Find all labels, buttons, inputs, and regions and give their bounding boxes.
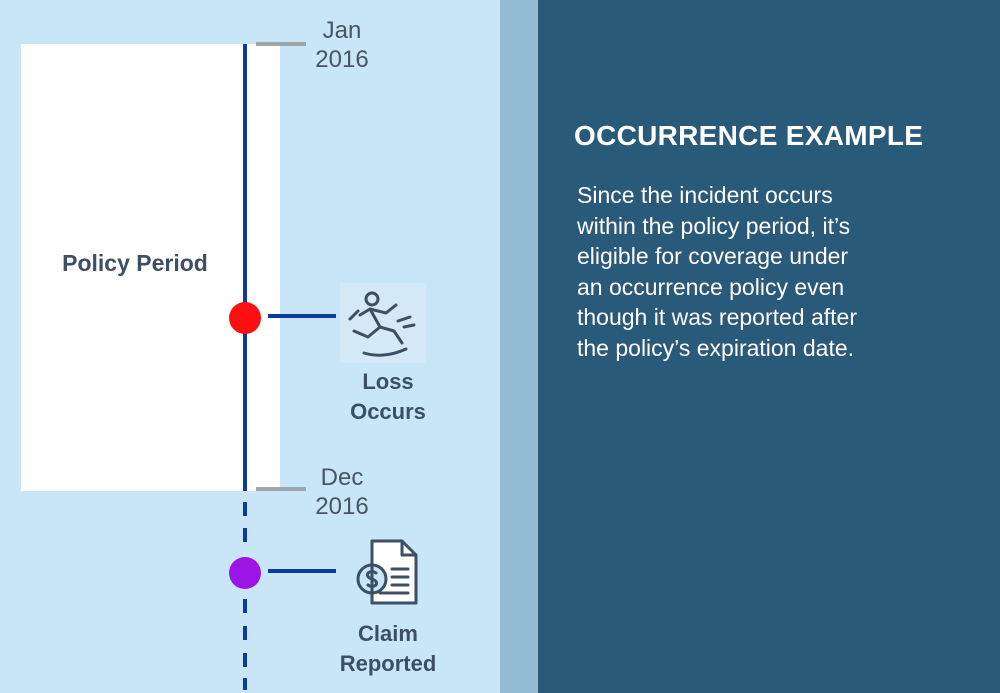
start-date-year: 2016 — [315, 46, 369, 73]
panel-body-line: the policy’s expiration date. — [577, 334, 855, 361]
timeline-dash — [243, 678, 247, 690]
text-panel — [538, 0, 1000, 693]
claim-label-line1: Claim — [358, 621, 418, 646]
timeline-dash — [243, 599, 247, 613]
claim-connector — [268, 569, 336, 573]
start-tick — [256, 42, 306, 46]
policy-period-box — [21, 44, 280, 491]
timeline-solid-line — [243, 44, 247, 491]
loss-label-line2: Occurs — [350, 399, 426, 424]
timeline-dash — [243, 626, 247, 640]
panel-title: OCCURRENCE EXAMPLE — [574, 120, 924, 151]
timeline-dash — [243, 653, 247, 667]
loss-connector — [268, 314, 336, 318]
panel-body: Since the incident occurs within the pol… — [577, 180, 957, 363]
divider-strip — [500, 0, 538, 693]
panel-body-line: within the policy period, it’s — [577, 212, 851, 239]
timeline-dash — [243, 528, 247, 542]
loss-marker — [229, 302, 261, 334]
loss-occurs-label: Loss Occurs — [328, 367, 448, 427]
start-date-month: Jan — [322, 17, 362, 44]
end-date-label: Dec 2016 — [307, 463, 377, 521]
slip-fall-icon — [340, 283, 426, 363]
end-date-month: Dec — [320, 464, 364, 491]
claim-marker — [229, 557, 261, 589]
panel-body-line: an occurrence policy even — [577, 273, 845, 300]
panel-body-line: Since the incident occurs — [577, 182, 833, 208]
end-date-year: 2016 — [315, 493, 369, 520]
panel-body-line: eligible for coverage under — [577, 243, 849, 269]
loss-label-line1: Loss — [362, 369, 414, 394]
policy-period-label: Policy Period — [62, 250, 208, 276]
end-tick — [256, 487, 306, 491]
claim-label-line2: Reported — [339, 651, 437, 676]
timeline-dash — [243, 502, 247, 516]
claim-reported-label: Claim Reported — [318, 619, 458, 679]
start-date-label: Jan 2016 — [307, 16, 377, 74]
panel-body-line: though it was reported after — [577, 304, 857, 330]
invoice-dollar-icon — [350, 535, 424, 609]
